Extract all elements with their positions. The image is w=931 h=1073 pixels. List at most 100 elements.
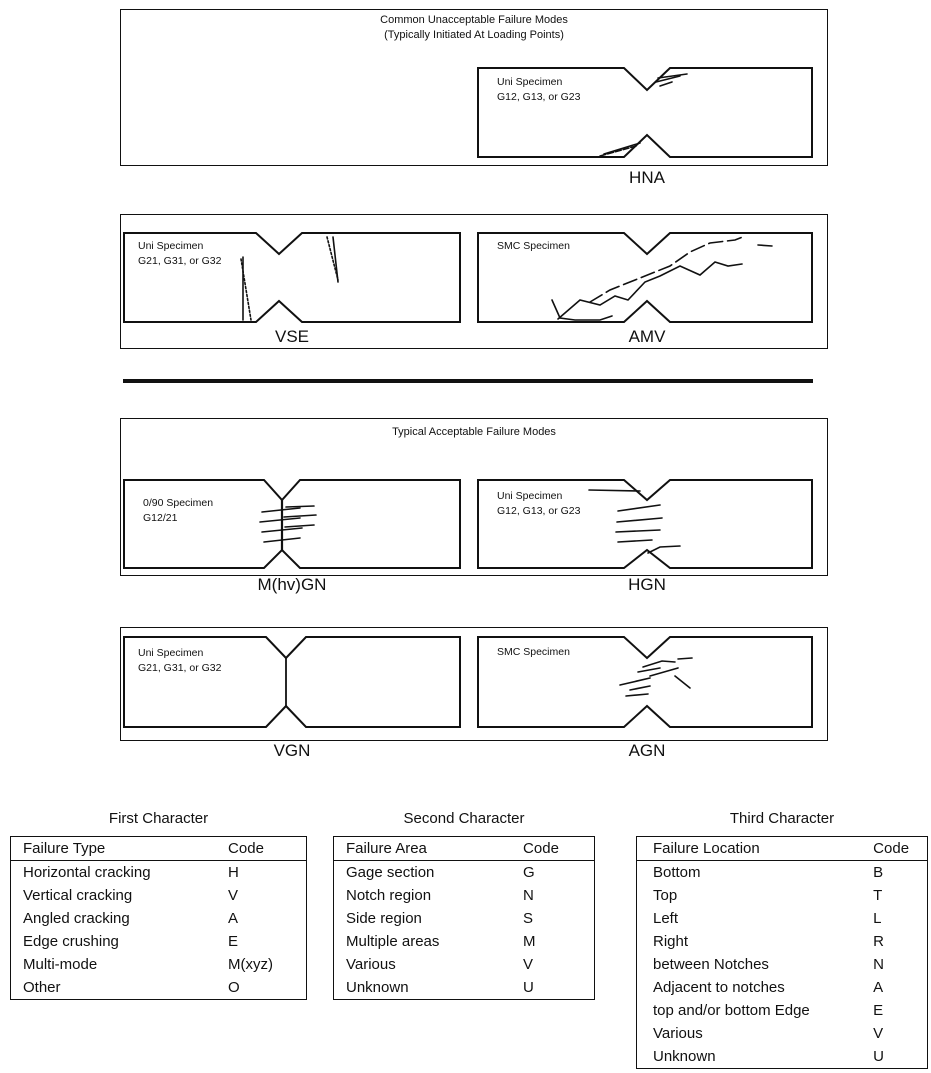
acceptable-panel-top [120,418,828,576]
vse-specimen-outline [123,232,461,323]
table-cell: E [228,933,239,950]
mhvgn-label-line1: 0/90 Specimen [143,497,214,509]
vse-specimen-label: Uni Specimen G21, G31, or G32 [138,239,221,269]
hna-label-line2: G12, G13, or G23 [497,91,581,103]
amv-cracks [551,235,773,321]
column-header: Failure Type [10,836,223,861]
table-cell: L [873,910,882,927]
amv-label-line1: SMC Specimen [497,240,570,252]
third-character-title: Third Character [729,810,835,827]
agn-label-line1: SMC Specimen [497,646,570,658]
table-cell: Gage section [346,864,435,881]
hna-label-line1: Uni Specimen [497,76,563,88]
amv-specimen-label: SMC Specimen [497,239,570,254]
acceptable-title: Typical Acceptable Failure Modes [392,426,556,438]
table-cell: G [523,864,535,881]
table-cell: Various [346,956,396,973]
table-cell: M [523,933,536,950]
vgn-specimen-label: Uni Specimen G21, G31, or G32 [138,646,221,676]
specimen-drawings [123,67,813,728]
section-divider [123,379,813,383]
code-hgn: HGN [628,575,666,594]
table-header-row: Failure Type Code [10,836,307,861]
vse-cracks [240,236,339,321]
table-row: Bottom B [637,861,928,885]
table-row: Gage section G [334,861,595,885]
table-cell: Horizontal cracking [23,864,151,881]
hgn-specimen-outline [477,479,813,569]
mhvgn-specimen-outline [123,479,461,569]
unacceptable-title: Common Unacceptable Failure Modes (Typic… [120,13,828,43]
table-cell: Angled cracking [23,910,130,927]
table-cell: R [873,933,885,950]
hgn-label-line2: G12, G13, or G23 [497,505,581,517]
column-header: Code [517,836,595,861]
table-cell: between Notches [653,956,769,973]
table-cell: Multiple areas [346,933,440,950]
table-row: Unknown U [637,1045,928,1069]
column-header: Failure Area [333,836,518,861]
table-cell: Multi-mode [23,956,98,973]
table-cell: Notch region [346,887,432,904]
table-cell: U [873,1048,885,1065]
table-cell: U [523,979,534,996]
table-cell: Right [653,933,689,950]
table-cell: B [873,864,884,881]
mhvgn-cracks [259,498,317,552]
table-cell: N [523,887,534,904]
vgn-label-line1: Uni Specimen [138,647,204,659]
vgn-specimen-outline [123,636,461,728]
table-row: Left L [637,907,928,930]
unacceptable-title-line1: Common Unacceptable Failure Modes [380,14,568,26]
agn-cracks [619,657,693,697]
acceptable-panel-bottom [120,627,828,741]
column-header: Code [222,836,307,861]
table-cell: T [873,887,883,904]
table-cell: Left [653,910,679,927]
hna-specimen-outline [477,67,813,158]
table-cell: V [873,1025,884,1042]
table-cell: M(xyz) [228,956,274,973]
table-row: Angled cracking A [11,907,307,930]
code-amv: AMV [628,327,666,346]
table-cell: top and/or bottom Edge [653,1002,810,1019]
vgn-label-line2: G21, G31, or G32 [138,662,222,674]
table-cell: Unknown [653,1048,716,1065]
mhvgn-specimen-label: 0/90 Specimen G12/21 [143,496,213,526]
table-cell: V [523,956,534,973]
table-header-row: Failure Location Code [636,836,928,861]
unacceptable-title-line2: (Typically Initiated At Loading Points) [384,29,564,41]
vse-label-line2: G21, G31, or G32 [138,255,222,267]
code-mhvgn: M(hv)GN [257,575,327,594]
agn-specimen-label: SMC Specimen [497,645,570,660]
column-header: Failure Location [636,836,868,861]
table-cell: E [873,1002,884,1019]
agn-specimen-outline [477,636,813,728]
table-cell: H [228,864,239,881]
second-character-table: Failure Area Code Gage section G Notch re… [333,836,595,1000]
table-row: Multi-mode M(xyz) [11,953,307,976]
table-cell: Bottom [653,864,701,881]
first-character-table: Failure Type Code Horizontal cracking H V… [10,836,307,1000]
code-vgn: VGN [273,741,311,760]
table-row: Horizontal cracking H [11,861,307,885]
table-row: Right R [637,930,928,953]
mhvgn-label-line2: G12/21 [143,512,178,524]
table-cell: Vertical cracking [23,887,133,904]
table-row: Notch region N [334,884,595,907]
table-header-row: Failure Area Code [333,836,595,861]
table-row: top and/or bottom Edge E [637,999,928,1022]
table-cell: A [228,910,239,927]
code-vse: VSE [274,327,310,346]
table-cell: Adjacent to notches [653,979,785,996]
hgn-label-line1: Uni Specimen [497,490,563,502]
